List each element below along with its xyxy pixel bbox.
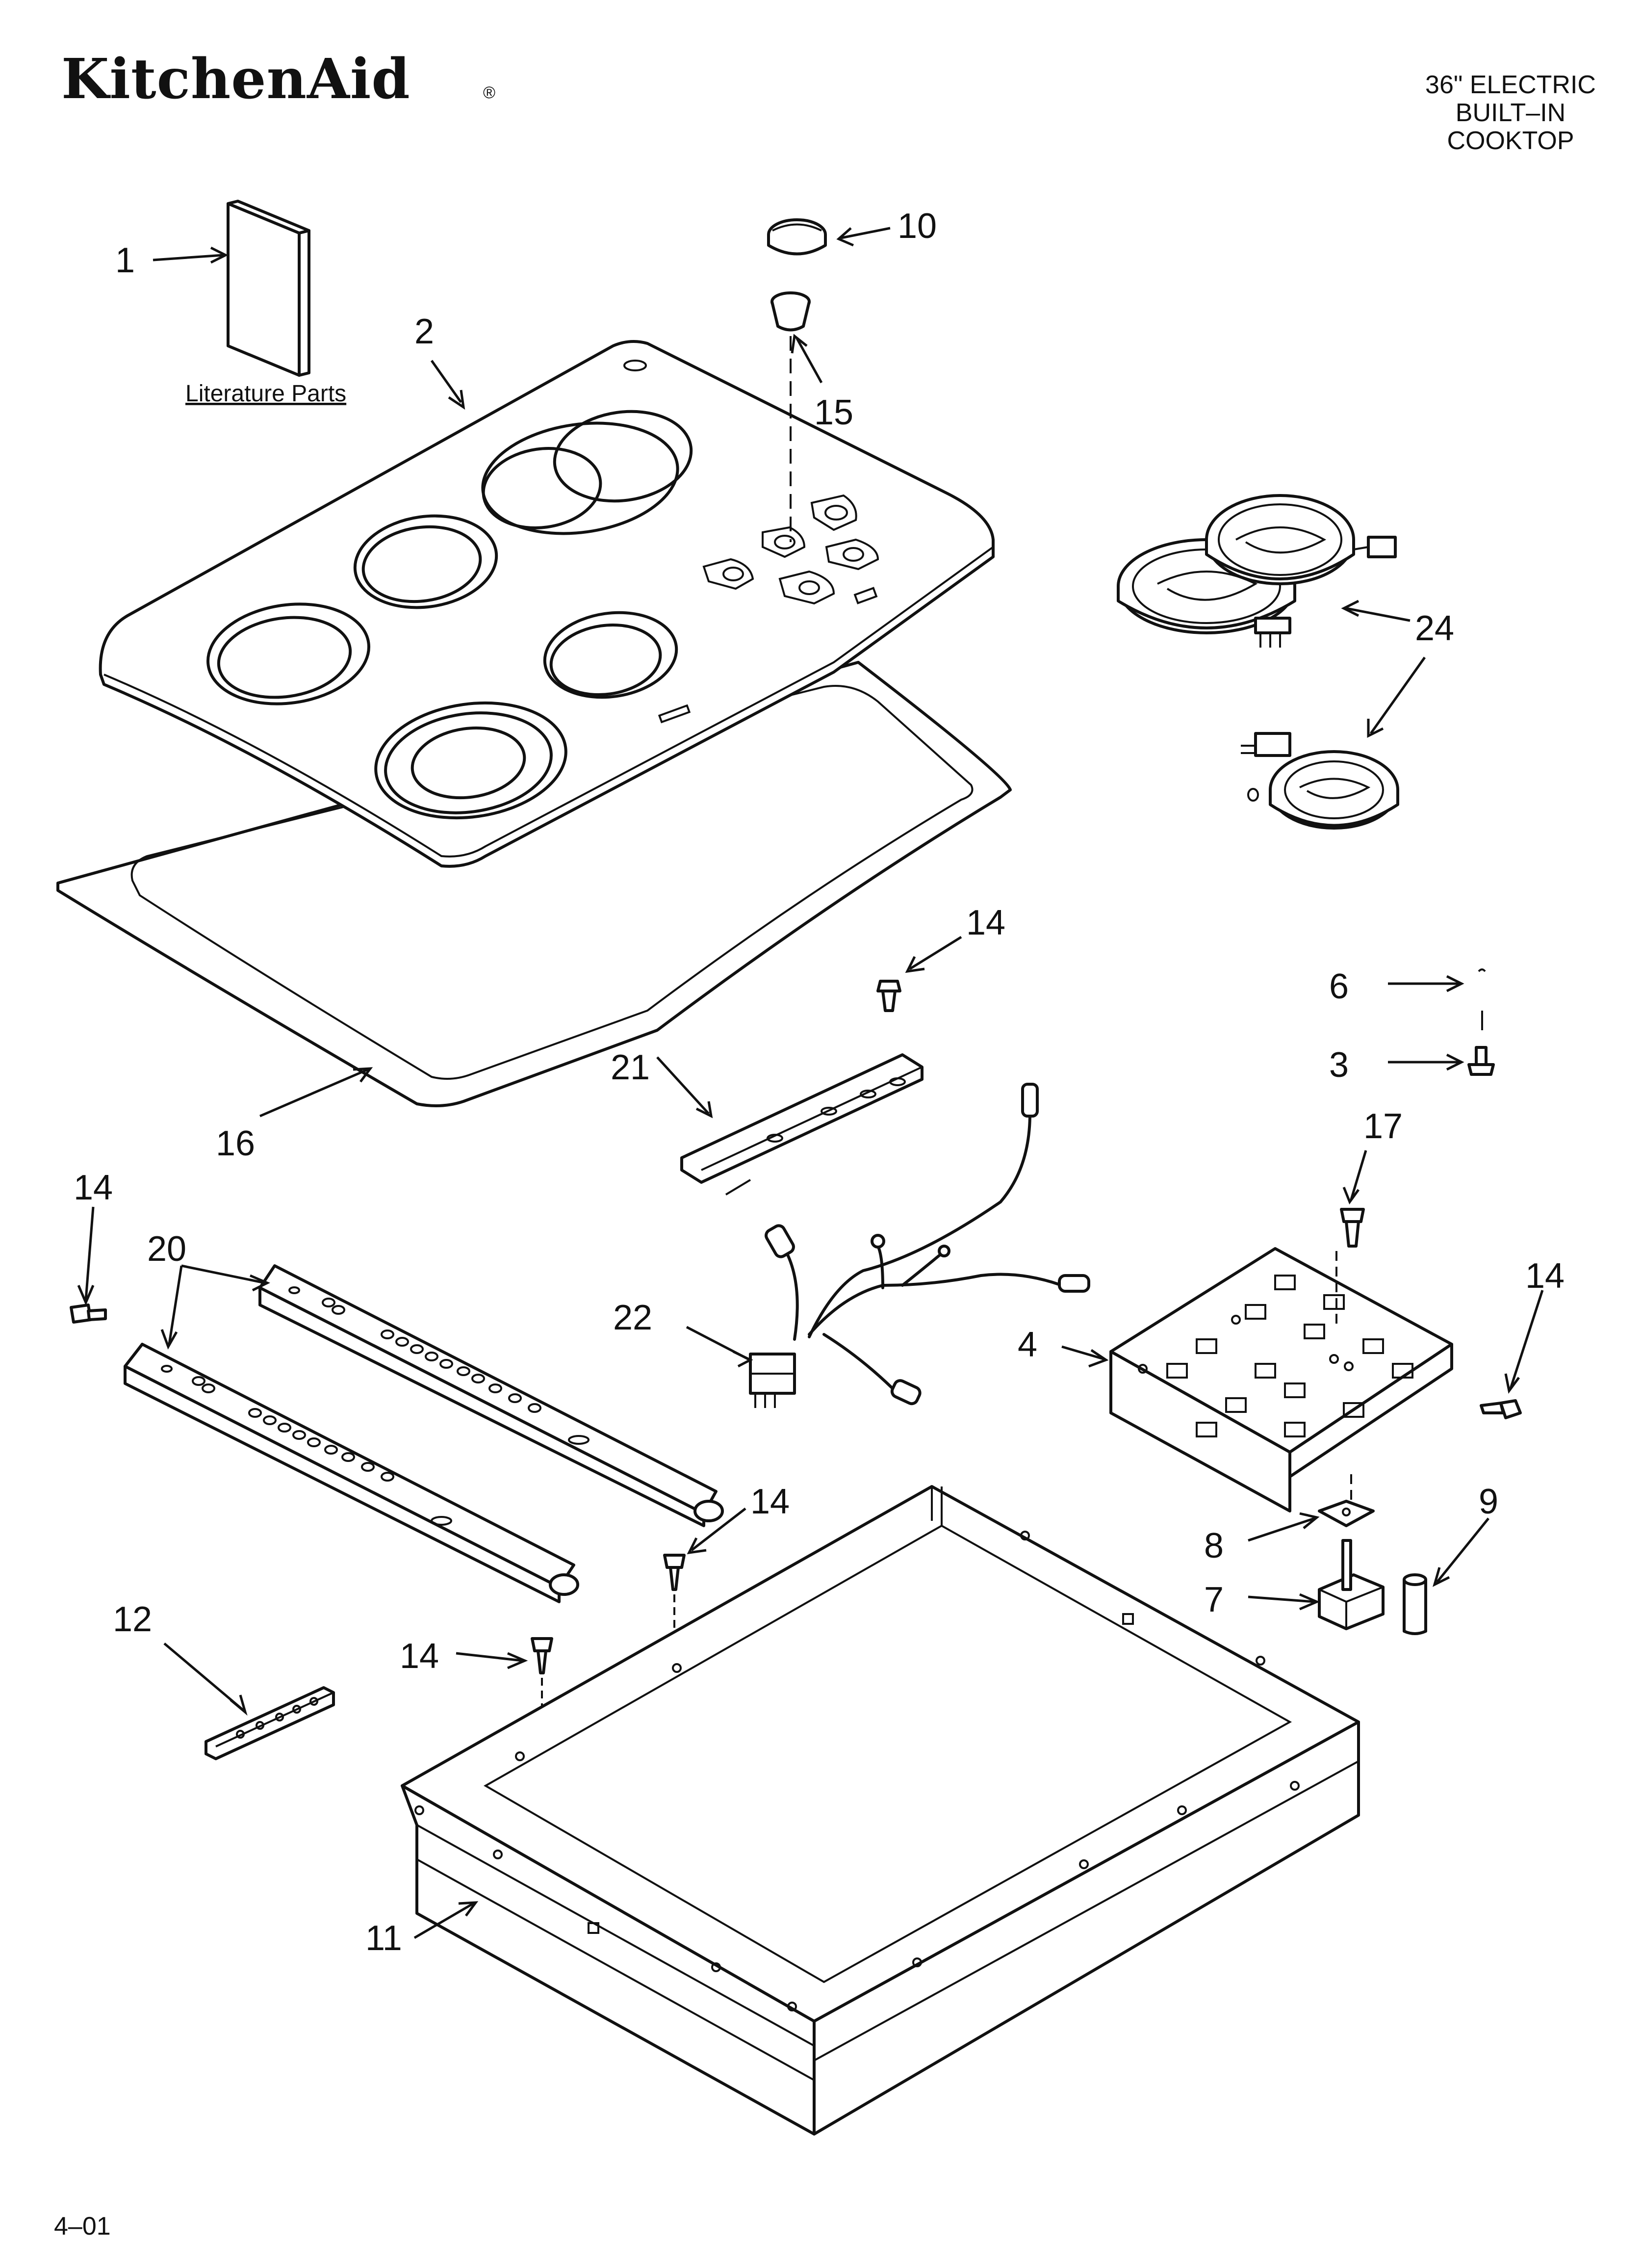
callout-labels: 1 2 10 15 24 14 6 3 21 16 17 14 20 14 22… bbox=[74, 207, 1565, 1958]
part-chassis bbox=[401, 1485, 1360, 2136]
callout-14-center: 14 bbox=[750, 1482, 790, 1521]
control-rosettes bbox=[702, 494, 879, 605]
brand-name: KitchenAid bbox=[61, 47, 410, 111]
header-line-3: COOKTOP bbox=[1447, 127, 1574, 155]
page-header: 36" ELECTRIC BUILT–IN COOKTOP bbox=[1425, 71, 1596, 155]
screw-14d bbox=[1480, 1399, 1522, 1419]
callout-15: 15 bbox=[814, 393, 853, 432]
callout-4: 4 bbox=[1018, 1325, 1037, 1364]
callout-2: 2 bbox=[414, 312, 434, 351]
callout-24: 24 bbox=[1415, 609, 1454, 648]
part-frame-gasket bbox=[56, 661, 1012, 1107]
part-knob-bezel bbox=[770, 291, 811, 332]
part-wiring-harness bbox=[749, 1083, 1090, 1408]
screw-14e bbox=[531, 1637, 553, 1707]
part-clip-6 bbox=[1478, 968, 1486, 1030]
callout-11: 11 bbox=[365, 1919, 402, 1958]
part-control-box bbox=[1109, 1247, 1453, 1512]
callout-8: 8 bbox=[1204, 1526, 1224, 1565]
header-line-2: BUILT–IN bbox=[1456, 99, 1565, 127]
part-screw-17 bbox=[1340, 1208, 1365, 1248]
screw-14c bbox=[663, 1554, 686, 1629]
callout-14-top: 14 bbox=[966, 903, 1005, 942]
part-literature: Literature Parts bbox=[185, 200, 346, 407]
callout-14-right: 14 bbox=[1525, 1256, 1565, 1296]
callout-3: 3 bbox=[1329, 1045, 1349, 1085]
callout-20: 20 bbox=[147, 1229, 186, 1269]
screw-14a bbox=[876, 980, 901, 1012]
header-line-1: 36" ELECTRIC bbox=[1425, 71, 1596, 99]
part-knob bbox=[767, 218, 827, 256]
brand-registered-mark: ® bbox=[483, 83, 495, 102]
callout-14-left: 14 bbox=[74, 1168, 113, 1207]
callout-14-lower: 14 bbox=[400, 1637, 439, 1676]
part-knob-insert-9 bbox=[1403, 1573, 1427, 1635]
callout-22: 22 bbox=[613, 1298, 652, 1337]
part-surface-elements bbox=[1117, 494, 1399, 830]
part-bracket-21 bbox=[680, 1053, 924, 1196]
callout-6: 6 bbox=[1329, 967, 1349, 1006]
callout-17: 17 bbox=[1363, 1107, 1403, 1146]
part-switch-7 bbox=[1318, 1539, 1385, 1630]
part-side-rails bbox=[124, 1264, 724, 1603]
screw-14b bbox=[70, 1303, 107, 1324]
page-code: 4–01 bbox=[54, 2212, 111, 2241]
callout-7: 7 bbox=[1204, 1580, 1224, 1619]
part-bracket-8 bbox=[1318, 1500, 1375, 1527]
callout-9: 9 bbox=[1479, 1482, 1498, 1521]
callout-16: 16 bbox=[216, 1124, 255, 1163]
callout-1: 1 bbox=[115, 241, 135, 280]
callout-21: 21 bbox=[611, 1048, 650, 1087]
literature-parts-label: Literature Parts bbox=[185, 381, 346, 407]
part-bracket-12 bbox=[205, 1686, 335, 1760]
brand-logo: KitchenAid ® bbox=[61, 47, 495, 111]
callout-10: 10 bbox=[898, 207, 937, 246]
callout-12: 12 bbox=[113, 1600, 152, 1639]
leader-arrows bbox=[77, 227, 1544, 1939]
part-screw-3 bbox=[1467, 1046, 1495, 1076]
part-cooktop-glass bbox=[99, 340, 995, 868]
